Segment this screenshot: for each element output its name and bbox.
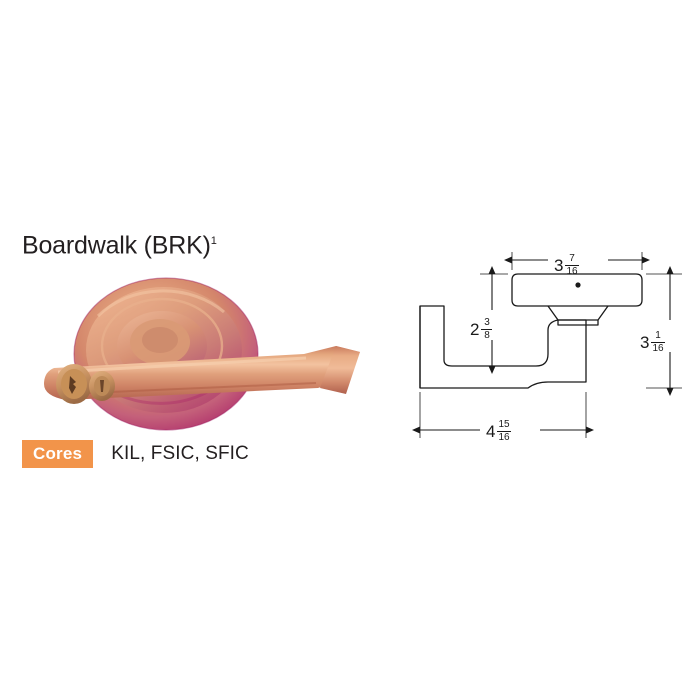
fraction-bar [651,342,665,343]
rose-plate-outline [511,273,643,326]
page-title: Boardwalk (BRK)1 [22,226,217,260]
dimension-lines [412,256,674,434]
dimension-overall-height: 3 1 16 [640,331,665,354]
dim-whole-value: 3 [554,256,564,275]
drawing-svg [412,252,682,438]
key-cylinder [56,364,115,404]
fraction-bar [565,265,579,266]
fraction-numerator: 15 [498,419,510,430]
dimension-rose-diameter: 3 7 16 [554,254,579,277]
product-name: Boardwalk (BRK) [22,231,211,260]
cores-values: KIL, FSIC, SFIC [111,443,249,464]
dim-whole-value: 2 [470,320,480,339]
dimension-lever-clearance: 2 3 8 [470,317,493,341]
fraction-numerator: 3 [484,317,490,328]
technical-drawing: 3 7 16 2 3 8 3 1 16 4 [408,248,694,448]
dim-fraction: 15 16 [497,419,511,443]
cores-badge: Cores [22,440,94,468]
fraction-denominator: 16 [652,343,664,354]
footnote-marker: 1 [210,235,217,247]
dim-whole-value: 3 [640,333,650,352]
dim-fraction: 3 8 [481,317,493,341]
product-photo [36,276,376,434]
fraction-numerator: 1 [655,330,661,341]
cores-row: Cores KIL, FSIC, SFIC [22,440,249,468]
fraction-denominator: 16 [498,432,510,443]
dim-whole-value: 4 [486,422,496,441]
dim-fraction: 1 16 [651,330,665,354]
lever-profile-outline [419,305,587,389]
lever-handle [44,346,360,400]
fraction-denominator: 16 [566,266,578,277]
fraction-bar [481,329,493,330]
dim-fraction: 7 16 [565,253,579,277]
rose-escutcheon [73,277,259,431]
fraction-bar [497,431,511,432]
fraction-numerator: 7 [569,253,575,264]
dimension-lever-length: 4 15 16 [486,420,511,443]
fraction-denominator: 8 [484,330,490,341]
